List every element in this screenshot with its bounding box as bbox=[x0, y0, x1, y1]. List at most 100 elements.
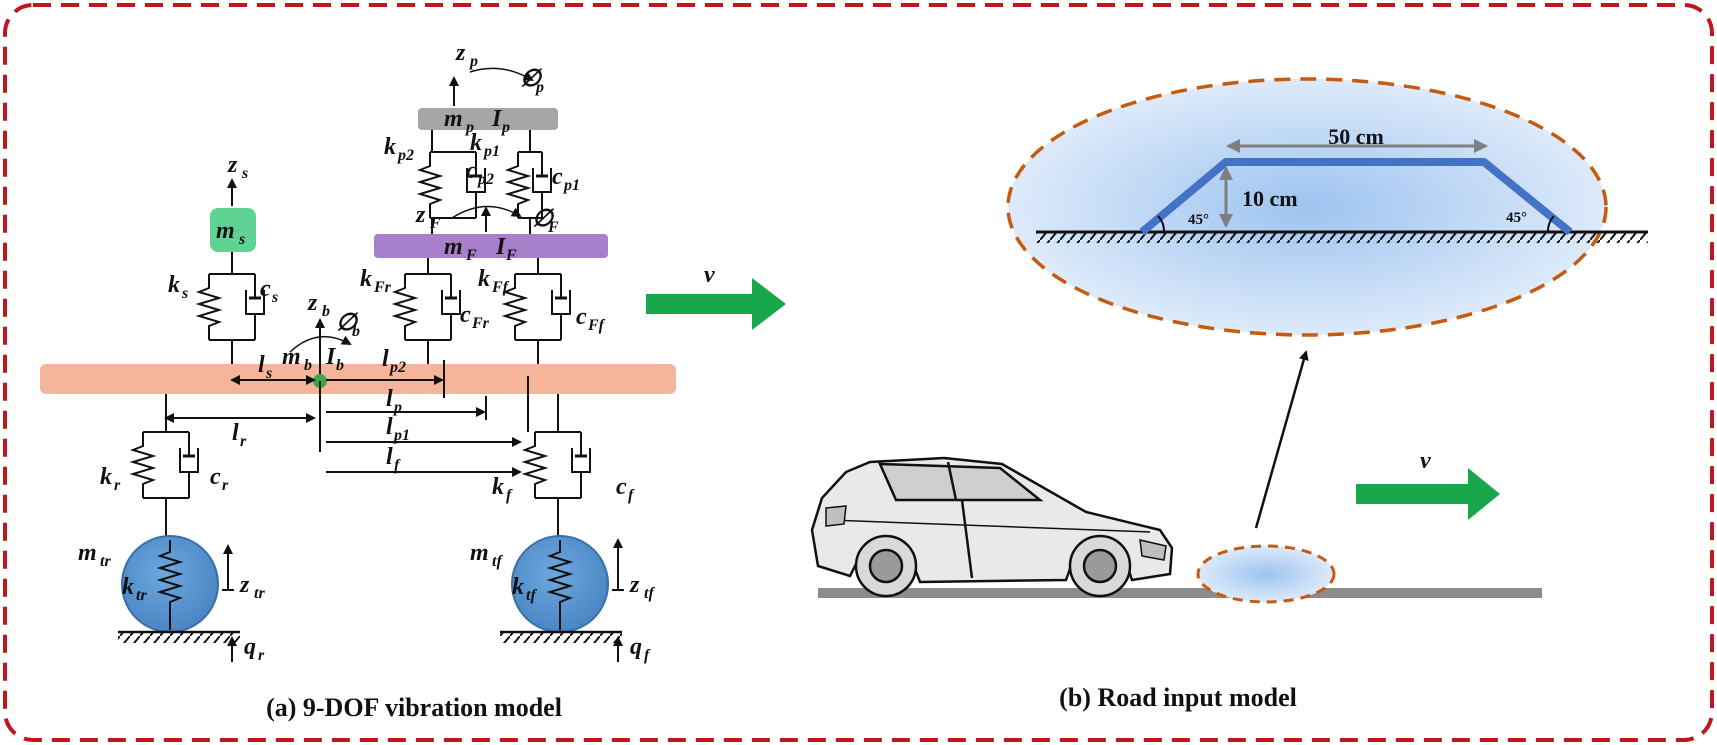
svg-text:z: z bbox=[227, 152, 238, 178]
svg-text:tf: tf bbox=[526, 587, 537, 604]
svg-text:l: l bbox=[386, 444, 393, 470]
svg-text:∅: ∅ bbox=[520, 66, 543, 92]
svg-text:s: s bbox=[241, 165, 248, 182]
caption-a: (a) 9-DOF vibration model bbox=[266, 693, 562, 722]
svg-text:l: l bbox=[258, 352, 265, 378]
svg-text:c: c bbox=[466, 158, 477, 184]
svg-text:l: l bbox=[386, 414, 393, 440]
svg-text:I: I bbox=[491, 106, 503, 132]
svg-text:c: c bbox=[210, 464, 221, 490]
svg-text:Fr: Fr bbox=[471, 315, 490, 332]
svg-text:∅: ∅ bbox=[532, 206, 555, 232]
svg-text:z: z bbox=[239, 572, 250, 598]
svg-text:k: k bbox=[122, 574, 134, 600]
bump-zoom-ellipse bbox=[1006, 77, 1608, 337]
velocity-arrow-b bbox=[1356, 468, 1500, 520]
svg-text:tf: tf bbox=[644, 585, 655, 602]
svg-text:45°: 45° bbox=[1506, 210, 1527, 226]
svg-text:c: c bbox=[260, 276, 271, 302]
svg-text:q: q bbox=[244, 634, 256, 660]
svg-text:c: c bbox=[616, 474, 627, 500]
svg-text:z: z bbox=[629, 572, 640, 598]
svg-text:k: k bbox=[384, 134, 396, 160]
svg-text:k: k bbox=[478, 266, 490, 292]
svg-text:b: b bbox=[336, 357, 344, 374]
svg-text:m: m bbox=[470, 540, 489, 566]
svg-text:I: I bbox=[495, 234, 507, 260]
svg-text:c: c bbox=[576, 304, 587, 330]
seat-mass bbox=[210, 208, 256, 252]
svg-text:m: m bbox=[444, 234, 463, 260]
svg-text:z: z bbox=[307, 290, 318, 316]
svg-text:q: q bbox=[630, 634, 642, 660]
svg-text:l: l bbox=[386, 386, 393, 412]
svg-text:m: m bbox=[282, 344, 301, 370]
svg-text:10 cm: 10 cm bbox=[1242, 186, 1298, 211]
svg-text:p2: p2 bbox=[388, 359, 406, 376]
svg-text:z: z bbox=[455, 40, 466, 66]
passenger-mass bbox=[418, 108, 558, 130]
svg-text:f: f bbox=[628, 487, 635, 504]
svg-text:b: b bbox=[322, 303, 330, 320]
svg-text:r: r bbox=[222, 477, 229, 494]
svg-text:f: f bbox=[506, 487, 513, 504]
svg-text:s: s bbox=[181, 285, 188, 302]
svg-text:p2: p2 bbox=[476, 171, 494, 188]
svg-text:p1: p1 bbox=[562, 177, 580, 194]
svg-text:p: p bbox=[500, 119, 510, 136]
svg-text:p: p bbox=[534, 79, 544, 96]
panel-b-road-input: 50 cm 10 cm 45° 45° v (b) Road in bbox=[810, 77, 1648, 712]
svg-text:Ff: Ff bbox=[491, 279, 510, 296]
svg-text:p: p bbox=[464, 119, 474, 136]
svg-text:tf: tf bbox=[492, 553, 503, 570]
svg-text:k: k bbox=[168, 272, 180, 298]
road-surface bbox=[818, 588, 1542, 598]
svg-text:r: r bbox=[114, 477, 121, 494]
svg-text:l: l bbox=[232, 420, 239, 446]
svg-text:F: F bbox=[505, 247, 517, 264]
svg-text:50 cm: 50 cm bbox=[1328, 124, 1384, 149]
svg-text:m: m bbox=[444, 106, 463, 132]
svg-text:F: F bbox=[547, 219, 559, 236]
svg-text:r: r bbox=[240, 433, 247, 450]
svg-text:c: c bbox=[552, 164, 563, 190]
svg-text:z: z bbox=[415, 202, 426, 228]
frame-mass bbox=[374, 234, 608, 258]
velocity-arrow-a bbox=[646, 278, 786, 330]
svg-text:k: k bbox=[492, 474, 504, 500]
svg-text:r: r bbox=[258, 647, 265, 664]
svg-text:v: v bbox=[704, 262, 715, 288]
figure-border bbox=[3, 3, 1714, 742]
bump-location-ellipse bbox=[1196, 544, 1336, 604]
svg-text:s: s bbox=[238, 231, 245, 248]
svg-text:tr: tr bbox=[100, 553, 111, 570]
svg-text:k: k bbox=[512, 574, 524, 600]
svg-text:k: k bbox=[100, 464, 112, 490]
svg-text:Fr: Fr bbox=[373, 279, 392, 296]
svg-text:b: b bbox=[352, 323, 360, 340]
svg-text:s: s bbox=[265, 365, 272, 382]
svg-text:tr: tr bbox=[254, 585, 265, 602]
svg-text:∅: ∅ bbox=[336, 310, 359, 336]
svg-text:f: f bbox=[644, 647, 651, 664]
svg-text:k: k bbox=[360, 266, 372, 292]
svg-text:s: s bbox=[271, 289, 278, 306]
svg-text:m: m bbox=[216, 218, 235, 244]
svg-text:F: F bbox=[465, 247, 477, 264]
svg-text:v: v bbox=[1420, 448, 1431, 474]
svg-text:m: m bbox=[78, 540, 97, 566]
svg-text:I: I bbox=[325, 344, 337, 370]
bump-profile bbox=[1139, 158, 1573, 236]
svg-text:p: p bbox=[392, 399, 402, 416]
svg-text:p: p bbox=[468, 53, 478, 70]
car-illustration bbox=[810, 456, 1174, 598]
svg-text:k: k bbox=[470, 130, 482, 156]
svg-text:Ff: Ff bbox=[587, 317, 606, 334]
svg-text:l: l bbox=[382, 346, 389, 372]
svg-text:b: b bbox=[304, 357, 312, 374]
svg-text:f: f bbox=[394, 457, 401, 474]
svg-text:p2: p2 bbox=[396, 147, 414, 164]
svg-text:p1: p1 bbox=[392, 427, 410, 444]
